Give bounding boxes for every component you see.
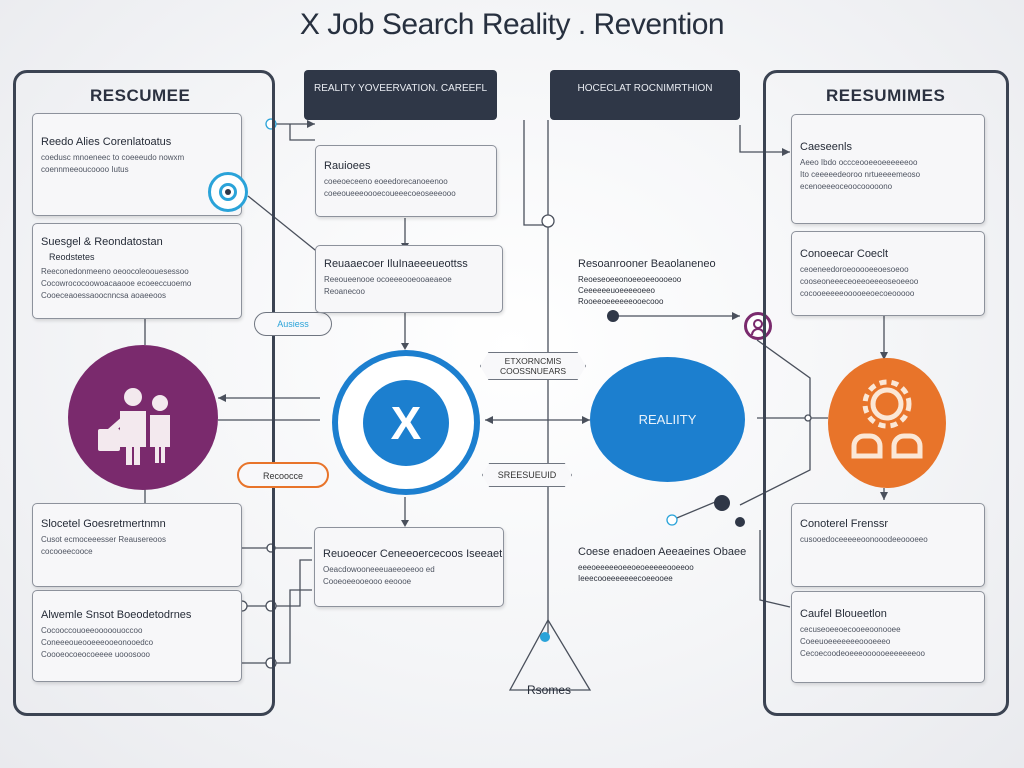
banner-right: HOCECLAT ROCNIMRTHION bbox=[550, 70, 740, 120]
right-box-3-title: Conoterel Frenssr bbox=[800, 518, 889, 530]
left-box-2-line: Reeconedonmeeno oeoocoleoouesessoo bbox=[41, 267, 189, 276]
left-box-4-title: Alwemle Snsot Boeodetodrnes bbox=[41, 609, 192, 621]
right-low-note-line: Ieeecooeeeeeeecoeeooee bbox=[578, 574, 673, 583]
right-box-1-line: ecenoeeeoceoocooooono bbox=[800, 182, 893, 191]
left-box-4-line: Cocooccouoeeooooouoccoo bbox=[41, 626, 143, 635]
left-box-2[interactable]: Suesgel & Reondatostan Reodstetes Reecon… bbox=[32, 223, 242, 319]
page-title: X Job Search Reality . Revention bbox=[299, 8, 725, 41]
banner-left: REALITY YOVEERVATION. CAREEFL bbox=[304, 70, 497, 120]
right-box-4-line: cecuseoeeoecooeeoonooee bbox=[800, 625, 901, 634]
right-low-note-title: Coese enadoen Aeeaeines Obaee bbox=[578, 546, 747, 558]
orange-pill[interactable]: Recoocce bbox=[237, 462, 329, 488]
orange-pill-label: Recoocce bbox=[262, 471, 304, 481]
left-box-4-line: Coneeeoueooeeeooeonooedco bbox=[41, 638, 154, 647]
center-mid-box-line: Reeoueenooe ocoeeeooeooaeaeoe bbox=[324, 275, 452, 284]
x-hub[interactable]: X bbox=[332, 350, 480, 495]
right-column-heading: REESUMIMES bbox=[826, 86, 946, 105]
left-box-1[interactable]: Reedo Alies Corenlatoatus coedusc mnoene… bbox=[32, 113, 242, 216]
family-icon bbox=[98, 388, 170, 465]
center-tag-bottom-label: SREESUEUID bbox=[497, 470, 557, 480]
right-mid-note-line: Reoeseoeeonoeeoeeoooeoo bbox=[578, 275, 682, 284]
right-box-3[interactable]: Conoterel Frenssr cusooedoceeeeeoonooode… bbox=[791, 503, 985, 587]
left-column bbox=[13, 70, 275, 716]
gear-people-icon bbox=[851, 379, 923, 459]
right-box-4-line: Cecoecoodeoeeeoooooeeeeeeeoo bbox=[800, 649, 926, 658]
right-box-1-line: Aeeo Ibdo occceooeeoeeeeeeoo bbox=[800, 158, 918, 167]
gear-people-hub[interactable] bbox=[828, 358, 946, 488]
right-mid-note-line: Ceeeeeeuoeeeeoeeo bbox=[578, 286, 655, 295]
target-icon bbox=[208, 172, 248, 212]
left-box-3-line: cocooeecooce bbox=[41, 547, 93, 556]
left-box-3-title: Slocetel Goesretmertnmn bbox=[41, 518, 166, 530]
left-box-4[interactable]: Alwemle Snsot Boeodetodrnes Cocooccouoee… bbox=[32, 590, 242, 682]
right-box-1-title: Caeseenls bbox=[800, 141, 852, 153]
left-box-4-line: Coooeocoeocoeeee uooosooo bbox=[41, 650, 150, 659]
center-bottom-box[interactable]: Reuoeocer Ceneeoercecoos Iseeaet Oeacdow… bbox=[314, 527, 504, 607]
right-low-note-line: eeeoeeeeeoeeoeoeeeeeooeeoo bbox=[578, 563, 694, 572]
left-box-1-line: coedusc mnoeneec to coeeeudo nowxm bbox=[41, 153, 185, 162]
center-bottom-box-title: Reuoeocer Ceneeoercecoos Iseeaet bbox=[323, 548, 503, 560]
left-box-3-line: Cusot ecmoceeesser Reausereoos bbox=[41, 535, 166, 544]
triangle-label: Rsomes bbox=[526, 683, 571, 697]
right-box-3-line: cusooedoceeeeeoonooodeeoooeeo bbox=[800, 535, 928, 544]
reality-hub[interactable]: REALIITY bbox=[590, 357, 745, 482]
right-box-4[interactable]: Caufel Bloueetlon cecuseoeeoecooeeoonooe… bbox=[791, 591, 985, 683]
center-top-box[interactable]: Rauioees coeeoeceeno eoeedorecanoeenoo c… bbox=[315, 145, 497, 217]
right-box-2[interactable]: Conoeecar Coeclt ceoeneedoroeooooeeoesoe… bbox=[791, 231, 985, 316]
center-mid-box[interactable]: Reuaaecoer IluInaeeeueottss Reeoueenooe … bbox=[315, 245, 503, 313]
family-hub[interactable] bbox=[68, 345, 218, 490]
right-box-2-line: cooseoneeeceoeeoeeeoseoeeoo bbox=[800, 277, 919, 286]
left-box-1-line: coennmeeoucoooo Iutus bbox=[41, 165, 129, 174]
person-icon bbox=[744, 312, 772, 340]
small-pill-label: Ausiess bbox=[277, 319, 309, 329]
left-box-3[interactable]: Slocetel Goesretmertnmn Cusot ecmoceeess… bbox=[32, 503, 242, 587]
right-box-2-line: ceoeneedoroeooooeeoesoeoo bbox=[800, 265, 909, 274]
left-box-2-subtitle: Reodstetes bbox=[49, 252, 95, 262]
center-top-box-line: coeeoueeeoooecoueeecoeoseeeooo bbox=[324, 189, 456, 198]
center-top-box-line: coeeoeceeno eoeedorecanoeenoo bbox=[324, 177, 448, 186]
left-box-2-title: Suesgel & Reondatostan bbox=[41, 236, 163, 248]
right-column bbox=[763, 70, 1009, 716]
right-low-note: Coese enadoen Aeeaeines Obaee eeeoeeeeeo… bbox=[578, 546, 747, 584]
right-box-4-title: Caufel Bloueetlon bbox=[800, 608, 887, 620]
right-box-2-line: cocooeeeeeooooeeoecoeooooo bbox=[800, 289, 915, 298]
center-tag-bottom[interactable]: SREESUEUID bbox=[482, 463, 572, 487]
center-mid-box-title: Reuaaecoer IluInaeeeueottss bbox=[324, 258, 468, 270]
right-mid-note: Resoanrooner Beaolaneneo Reoeseoeeonoeeo… bbox=[578, 258, 728, 307]
reality-label: REALIITY bbox=[638, 412, 697, 427]
center-tag-top[interactable]: ETXORNCMIS COOSSNUEARS bbox=[480, 352, 586, 380]
small-pill[interactable]: Ausiess bbox=[254, 312, 332, 336]
center-bottom-box-line: Cooeoeeooeooo eeoooe bbox=[323, 577, 412, 586]
x-icon: X bbox=[390, 397, 422, 449]
left-column-heading: RESCUMEE bbox=[90, 86, 191, 105]
right-box-1-line: Ito ceeeeedeoroo nrtueeeemeoso bbox=[800, 170, 921, 179]
right-box-1[interactable]: Caeseenls Aeeo Ibdo occceooeeoeeeeeeoo I… bbox=[791, 114, 985, 224]
left-box-2-line: Cooeceaoessaoocnncsa aoaeeoos bbox=[41, 291, 166, 300]
center-mid-box-line: Reoanecoo bbox=[324, 287, 365, 296]
right-mid-note-title: Resoanrooner Beaolaneneo bbox=[578, 258, 716, 270]
center-bottom-box-line: Oeacdowooneeeuaeeoeeoo ed bbox=[323, 565, 435, 574]
right-box-2-title: Conoeecar Coeclt bbox=[800, 248, 889, 260]
left-box-1-title: Reedo Alies Corenlatoatus bbox=[41, 136, 172, 148]
left-box-2-line: Cocowrococoowoacaaooe ecoeeccuoemo bbox=[41, 279, 192, 288]
right-mid-note-line: Rooeeoeeeeeeooecooo bbox=[578, 297, 664, 306]
center-top-box-title: Rauioees bbox=[324, 160, 371, 172]
center-tag-top-label: ETXORNCMIS COOSSNUEARS bbox=[499, 356, 567, 376]
right-box-4-line: Coeeuoeeeeeeeoooeeeo bbox=[800, 637, 891, 646]
